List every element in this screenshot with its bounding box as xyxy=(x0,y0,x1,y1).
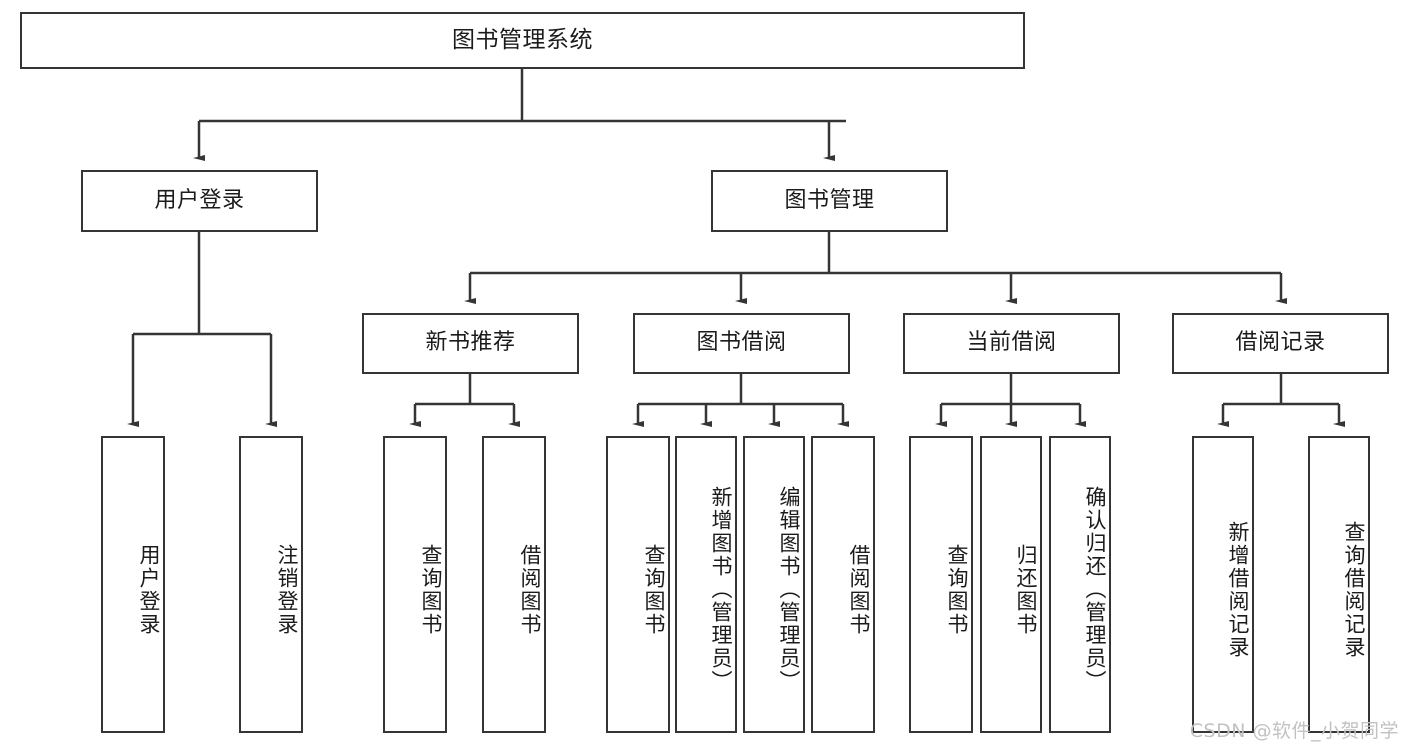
node-label: 用户登录 xyxy=(137,543,161,636)
leaf-cb-query-book[interactable]: 查询图书 xyxy=(909,436,973,733)
node-label: 图书管理 xyxy=(784,187,875,213)
node-label: 当前借阅 xyxy=(966,330,1057,356)
leaf-cb-confirm-return-admin[interactable]: 确认归还（管理员） xyxy=(1049,436,1111,733)
node-label: 借阅记录 xyxy=(1235,330,1326,356)
node-label: 新增图书（管理员） xyxy=(709,486,733,693)
node-label: 查询图书 xyxy=(419,543,443,636)
leaf-br-add-record[interactable]: 新增借阅记录 xyxy=(1192,436,1254,733)
node-label: 借阅图书 xyxy=(847,543,871,636)
leaf-bb-query-book[interactable]: 查询图书 xyxy=(606,436,670,733)
node-label: 图书管理系统 xyxy=(452,26,593,53)
node-new-book-recommend[interactable]: 新书推荐 xyxy=(362,313,579,374)
leaf-nbr-borrow-book[interactable]: 借阅图书 xyxy=(482,436,546,733)
node-user-login[interactable]: 用户登录 xyxy=(81,170,318,232)
csdn-watermark: CSDN @软件_小贺同学 xyxy=(1189,720,1399,742)
leaf-nbr-query-book[interactable]: 查询图书 xyxy=(383,436,447,733)
node-label: 编辑图书（管理员） xyxy=(777,486,801,693)
leaf-bb-add-book-admin[interactable]: 新增图书（管理员） xyxy=(675,436,737,733)
node-label: 注销登录 xyxy=(275,543,299,636)
leaf-user-login-login[interactable]: 用户登录 xyxy=(101,436,165,733)
node-label: 确认归还（管理员） xyxy=(1083,486,1107,693)
leaf-bb-borrow-book[interactable]: 借阅图书 xyxy=(811,436,875,733)
node-label: 新书推荐 xyxy=(425,330,516,356)
leaf-user-login-logout[interactable]: 注销登录 xyxy=(239,436,303,733)
node-label: 新增借阅记录 xyxy=(1226,520,1250,659)
node-current-borrow[interactable]: 当前借阅 xyxy=(903,313,1120,374)
leaf-br-query-record[interactable]: 查询借阅记录 xyxy=(1308,436,1370,733)
node-root-book-management-system[interactable]: 图书管理系统 xyxy=(20,12,1025,69)
node-label: 归还图书 xyxy=(1014,543,1038,636)
node-label: 图书借阅 xyxy=(696,330,787,356)
node-book-management[interactable]: 图书管理 xyxy=(711,170,948,232)
node-borrow-record[interactable]: 借阅记录 xyxy=(1172,313,1389,374)
node-label: 查询借阅记录 xyxy=(1342,520,1366,659)
leaf-cb-return-book[interactable]: 归还图书 xyxy=(980,436,1042,733)
node-label: 查询图书 xyxy=(642,543,666,636)
node-label: 用户登录 xyxy=(154,187,245,213)
node-book-borrow[interactable]: 图书借阅 xyxy=(633,313,850,374)
node-label: 查询图书 xyxy=(945,543,969,636)
node-label: 借阅图书 xyxy=(518,543,542,636)
leaf-bb-edit-book-admin[interactable]: 编辑图书（管理员） xyxy=(743,436,805,733)
